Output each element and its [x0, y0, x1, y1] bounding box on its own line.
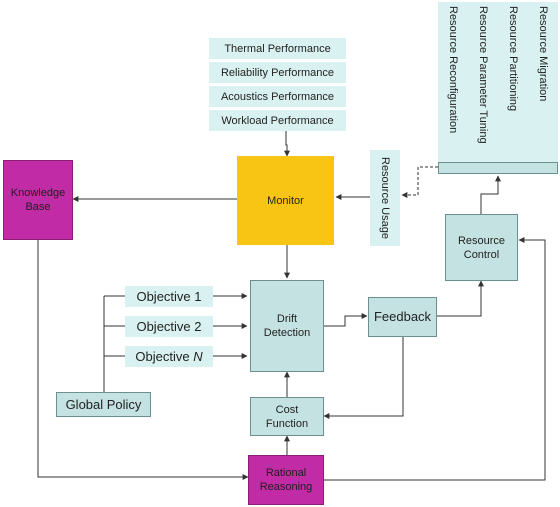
knowledge-base-label: Knowledge Base — [10, 187, 66, 213]
reliability-performance-box: Reliability Performance — [209, 62, 346, 83]
resource-control-box: Resource Control — [445, 214, 518, 281]
resource-actions-bar — [438, 162, 558, 174]
objective-2-label: Objective 2 — [136, 318, 202, 334]
reasoning-to-control-arrow — [324, 237, 546, 481]
feedback-label: Feedback — [373, 309, 432, 324]
drift-detection-label: Drift Detection — [263, 313, 311, 339]
resource-usage-label: Resource Usage — [379, 157, 391, 239]
resource-partitioning-label: Resource Partitioning — [507, 6, 519, 112]
acoustics-performance-box: Acoustics Performance — [209, 86, 346, 107]
workload-performance-label: Workload Performance — [221, 114, 334, 127]
resource-usage-box: Resource Usage — [370, 150, 400, 246]
resource-control-label: Resource Control — [457, 234, 506, 261]
thermal-performance-label: Thermal Performance — [224, 42, 331, 55]
objective-1-label: Objective 1 — [136, 288, 202, 304]
perf-to-monitor-arrow — [284, 130, 290, 157]
feedback-box: Feedback — [368, 297, 437, 337]
control-to-actions-arrow — [480, 175, 501, 214]
knowledge-base-box: Knowledge Base — [3, 160, 73, 240]
monitor-label: Monitor — [267, 194, 304, 207]
drift-to-feedback-arrow — [324, 313, 368, 327]
objective-2-box: Objective 2 — [125, 316, 213, 337]
workload-performance-box: Workload Performance — [209, 110, 346, 131]
feedback-to-control-arrow — [437, 280, 484, 317]
resource-actions-box — [438, 2, 558, 162]
global-policy-box: Global Policy — [56, 392, 151, 417]
kb-to-reasoning-arrow — [37, 240, 249, 480]
rational-reasoning-label: Rational Reasoning — [259, 467, 313, 493]
actions-to-usage-dashed — [401, 166, 438, 198]
policy-fanout-lines — [103, 295, 125, 392]
drift-detection-box: Drift Detection — [250, 280, 324, 372]
resource-parameter-tuning-label: Resource Parameter Tuning — [477, 6, 489, 144]
thermal-performance-box: Thermal Performance — [209, 38, 346, 59]
cost-function-label: Cost Function — [265, 403, 309, 430]
objective-n-suffix: N — [193, 348, 203, 364]
monitor-box: Monitor — [237, 156, 334, 245]
objective-1-box: Objective 1 — [125, 286, 213, 307]
reliability-performance-label: Reliability Performance — [220, 66, 335, 79]
acoustics-performance-label: Acoustics Performance — [220, 90, 335, 103]
cost-function-box: Cost Function — [250, 397, 324, 436]
global-policy-label: Global Policy — [65, 396, 142, 412]
resource-reconfiguration-label: Resource Reconfiguration — [447, 6, 459, 134]
feedback-to-cost-arrow — [323, 337, 404, 419]
rational-reasoning-box: Rational Reasoning — [248, 455, 324, 505]
objective-n-label: Objective — [135, 348, 194, 364]
objective-n-box: Objective N — [125, 346, 213, 367]
resource-migration-label: Resource Migration — [537, 6, 549, 102]
